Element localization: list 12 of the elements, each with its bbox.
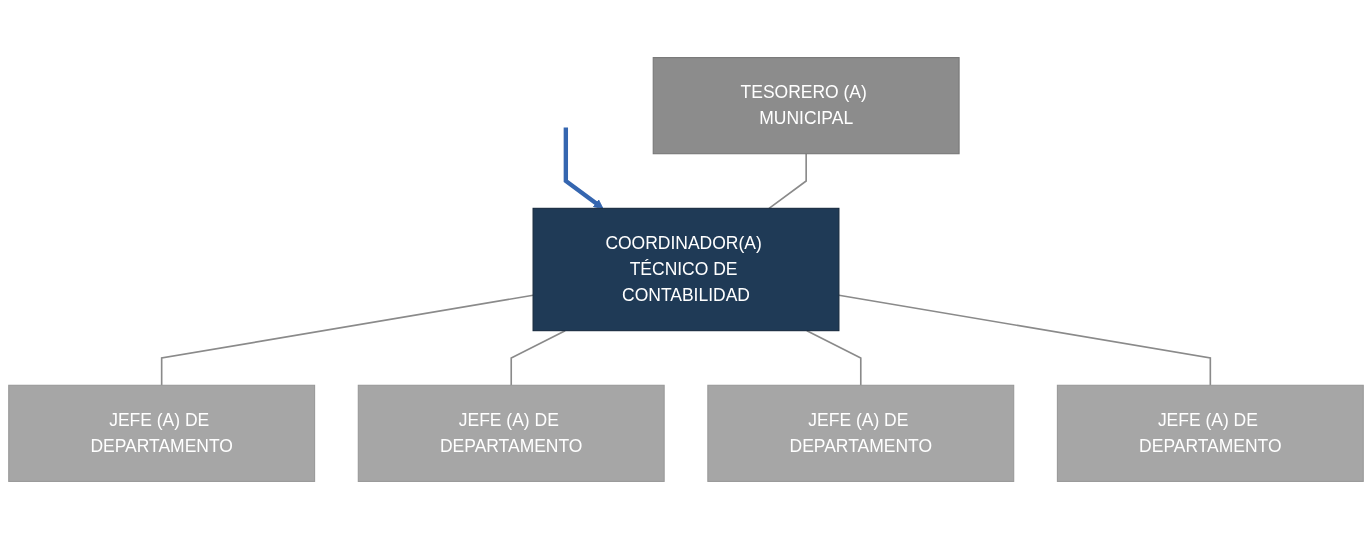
node-box: JEFE (A) DE DEPARTAMENTO xyxy=(357,384,665,482)
node-box: COORDINADOR(A) TÉCNICO DE CONTABILIDAD xyxy=(532,207,840,332)
node-box: JEFE (A) DE DEPARTAMENTO xyxy=(8,384,316,482)
node-box: JEFE (A) DE DEPARTAMENTO xyxy=(1056,384,1364,482)
connector xyxy=(768,152,807,210)
node-box: TESORERO (A) MUNICIPAL xyxy=(652,57,960,155)
connector xyxy=(806,329,862,387)
connector xyxy=(160,294,534,387)
node-box: JEFE (A) DE DEPARTAMENTO xyxy=(707,384,1015,482)
arrow xyxy=(563,127,604,209)
connector xyxy=(838,294,1212,387)
connector xyxy=(510,329,566,387)
